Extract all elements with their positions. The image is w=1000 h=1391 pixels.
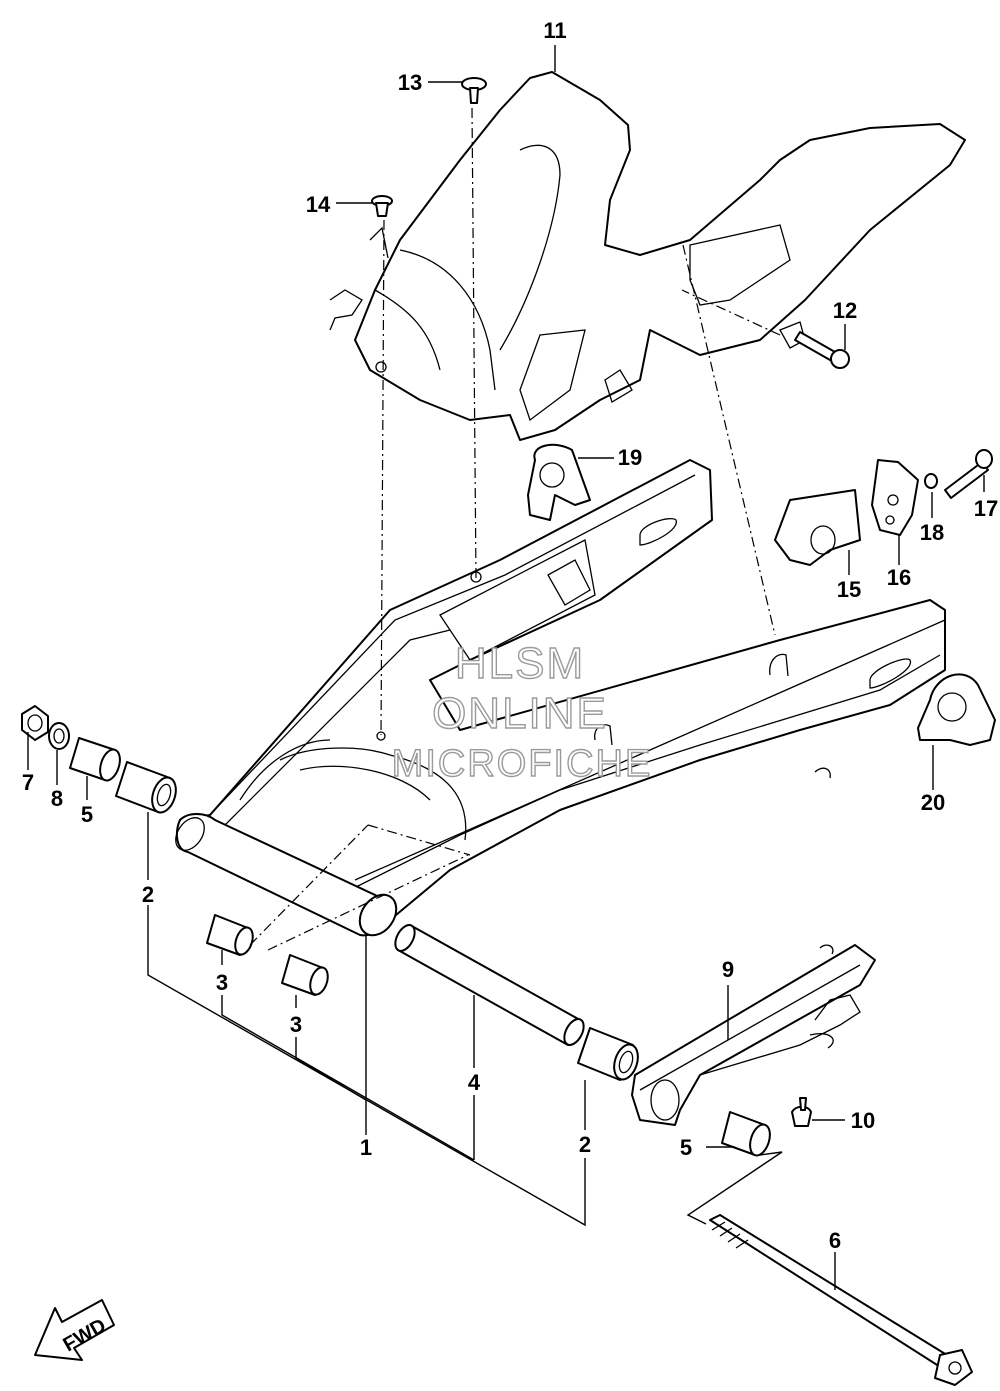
part-bracket-upper	[527, 443, 591, 521]
callout-16: 16	[887, 565, 911, 590]
part-bracket-lower	[917, 673, 996, 746]
part-swingarm	[175, 459, 946, 937]
callout-5-right: 5	[680, 1135, 692, 1160]
part-bolt-17	[944, 449, 993, 499]
callout-9: 9	[722, 957, 734, 982]
part-collar-5-right	[721, 1111, 771, 1157]
watermark: HLSM ONLINE MICROFICHE	[391, 638, 653, 785]
forward-direction-indicator: FWD	[34, 1299, 115, 1361]
part-pivot-shaft	[709, 1214, 973, 1386]
part-nut-7	[21, 705, 49, 741]
callout-2-right: 2	[579, 1132, 591, 1157]
part-chain-case	[329, 71, 966, 441]
watermark-line-2: ONLINE	[432, 689, 608, 738]
part-bearing-3-a	[206, 914, 254, 956]
callout-19: 19	[618, 445, 642, 470]
part-washer-8	[48, 722, 70, 750]
part-rivet-14	[371, 195, 393, 217]
part-washer-18	[924, 473, 938, 489]
callout-10: 10	[851, 1108, 875, 1133]
callout-11: 11	[543, 18, 566, 43]
part-bearing-2-right	[577, 1027, 639, 1081]
callout-20: 20	[921, 790, 945, 815]
callout-15: 15	[837, 577, 861, 602]
callout-14: 14	[306, 192, 331, 217]
callout-1: 1	[360, 1135, 372, 1160]
part-bearing-3-b	[281, 954, 329, 996]
callout-7: 7	[22, 770, 34, 795]
callout-labels: 1 2 2 3 3 4 5 5 6 7 8 9 10 11 12 13 14 1…	[22, 18, 998, 1253]
part-chain-slider	[774, 489, 861, 566]
callout-4: 4	[468, 1070, 481, 1095]
part-bolt-12	[794, 331, 850, 369]
callout-3-b: 3	[290, 1012, 302, 1037]
leader-lines	[27, 45, 985, 1290]
callout-17: 17	[974, 496, 998, 521]
part-screw-10	[791, 1097, 812, 1127]
alignment-lines	[249, 107, 781, 951]
callout-2-left: 2	[142, 882, 154, 907]
callout-12: 12	[833, 298, 857, 323]
part-chain-holder	[871, 459, 919, 536]
callout-6: 6	[829, 1228, 841, 1253]
part-collar-5-left	[69, 737, 121, 782]
watermark-line-3: MICROFICHE	[392, 743, 653, 785]
part-spacer-4	[394, 924, 585, 1046]
watermark-line-1: HLSM	[455, 639, 585, 688]
part-bearing-2-left	[115, 761, 177, 814]
forward-arrow-icon	[34, 1299, 115, 1361]
part-screw-13	[461, 77, 487, 104]
callout-13: 13	[398, 70, 422, 95]
callout-3-a: 3	[216, 970, 228, 995]
callout-18: 18	[920, 520, 944, 545]
part-chain-buffer	[631, 944, 876, 1126]
callout-5-left: 5	[81, 802, 93, 827]
callout-8: 8	[51, 786, 63, 811]
